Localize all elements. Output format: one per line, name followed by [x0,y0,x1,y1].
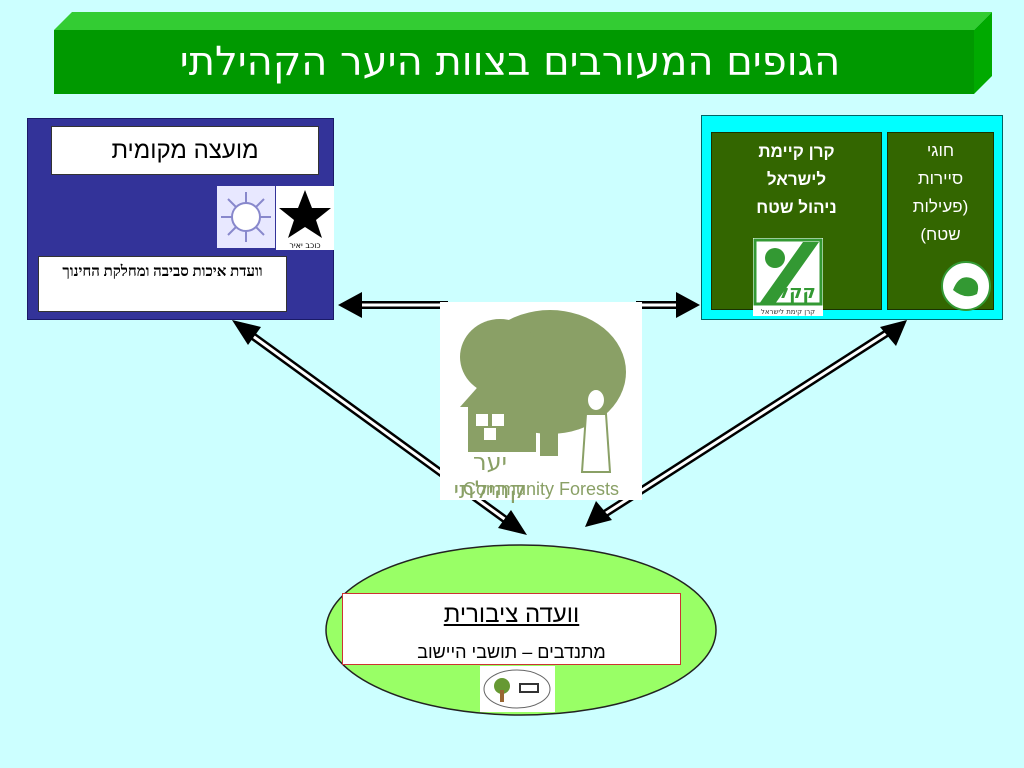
arrow-center-to-right [636,292,700,318]
kkl-logo-icon: קקל קרן קימת לישראל [753,238,823,316]
kkl-line-1: קרן קיימת [758,142,835,161]
sun-logo-icon [217,186,275,248]
scouts-line-1: חוגי [926,141,955,160]
public-committee-subtitle: מתנדבים – תושבי היישוב [417,642,606,662]
scouts-line-3: (פעילות [912,197,969,216]
page-title: הגופים המעורבים בצוות היער הקהילתי [179,39,841,85]
volunteers-logo-icon [480,666,555,712]
public-committee-box [342,593,681,665]
scouts-logo-icon [939,260,993,312]
scouts-line-2: סיירות [917,169,964,188]
kochav-yair-logo-icon: כוכב יאיר [276,186,334,250]
arrow-left-to-center [338,292,448,318]
community-forest-logo-icon [440,302,642,500]
public-committee-title: וועדה ציבורית [443,601,580,628]
star-logo-caption: כוכב יאיר [289,241,320,250]
kkl-logo-caption: קרן קימת לישראל [761,308,815,316]
kkl-text: קרן קיימת לישראל ניהול שטח [711,138,882,228]
community-forest-english: Community Forests [462,479,620,499]
scouts-text: חוגי סיירות (פעילות שטח) [887,137,994,267]
title-banner [54,12,992,94]
kkl-logo-text: קקל [778,282,815,303]
kkl-line-3: ניהול שטח [756,198,837,217]
community-forest-hebrew: יער קהילתי [453,448,527,504]
local-council-label: מועצה מקומית [51,126,319,175]
kkl-line-2: לישראל [766,170,827,189]
scouts-line-4: שטח) [920,225,961,244]
environment-committee-label: וועדת איכות סביבה ומחלקת החינוך [38,256,287,312]
